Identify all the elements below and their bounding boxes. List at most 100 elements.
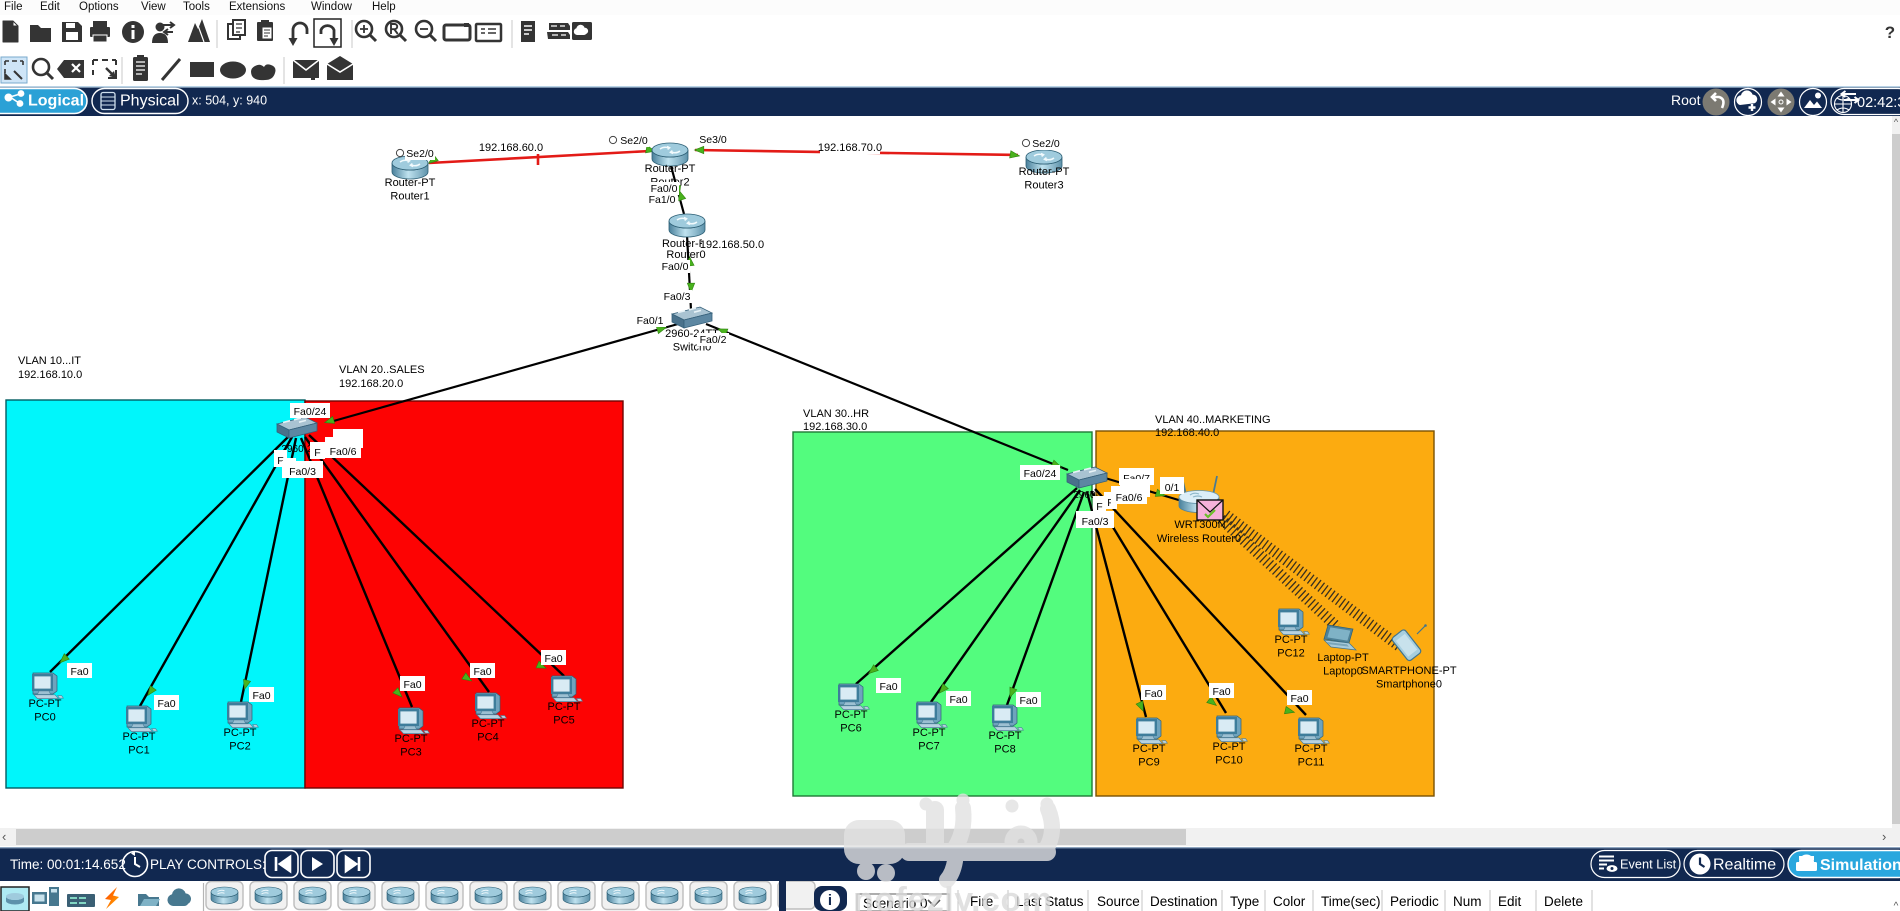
svg-text:Router-PT: Router-PT: [1019, 166, 1070, 178]
svg-text:Fa0: Fa0: [949, 694, 967, 706]
svg-text:Router-P: Router-P: [662, 238, 706, 250]
svg-text:PC-PT: PC-PT: [835, 709, 868, 721]
svg-text:PC12: PC12: [1277, 648, 1305, 660]
svg-text:Router1: Router1: [390, 191, 429, 203]
svg-text:PC9: PC9: [1138, 757, 1159, 769]
svg-text:192.168.70.0: 192.168.70.0: [818, 142, 882, 154]
svg-text:Logical: Logical: [28, 93, 84, 110]
svg-text:F: F: [277, 455, 283, 467]
svg-text:PC-PT: PC-PT: [1133, 743, 1166, 755]
svg-text:Fa0: Fa0: [544, 653, 562, 665]
svg-text:192.168.60.0: 192.168.60.0: [479, 142, 543, 154]
svg-text:Se2/0: Se2/0: [620, 135, 648, 147]
svg-text:192.168.40.0: 192.168.40.0: [1155, 427, 1219, 439]
svg-text:PC2: PC2: [229, 741, 250, 753]
svg-text:Fa0: Fa0: [157, 698, 175, 710]
svg-text:Fa0/1: Fa0/1: [637, 315, 664, 327]
svg-text:Se3/0: Se3/0: [699, 134, 727, 146]
svg-text:PC4: PC4: [477, 732, 498, 744]
svg-text:PC-PT: PC-PT: [989, 730, 1022, 742]
svg-text:Periodic: Periodic: [1390, 894, 1439, 909]
svg-text:Router-PT: Router-PT: [645, 163, 696, 175]
svg-text:Router3: Router3: [1024, 180, 1063, 192]
svg-text:192.168.10.0: 192.168.10.0: [18, 369, 82, 381]
svg-text:Laptop-PT: Laptop-PT: [1317, 652, 1369, 664]
svg-text:Fa0: Fa0: [252, 690, 270, 702]
svg-text:PC-PT: PC-PT: [224, 727, 257, 739]
svg-text:Fa0/6: Fa0/6: [1116, 492, 1143, 504]
svg-text:Laptop0: Laptop0: [1323, 666, 1363, 678]
svg-text:PC-PT: PC-PT: [1295, 743, 1328, 755]
svg-text:PC-PT: PC-PT: [472, 718, 505, 730]
svg-text:PC-PT: PC-PT: [1275, 634, 1308, 646]
svg-text:Fa0/2: Fa0/2: [700, 334, 727, 346]
svg-text:2960-: 2960-: [1073, 490, 1099, 501]
svg-text:Time: 00:01:14.652: Time: 00:01:14.652: [10, 857, 126, 872]
svg-text:Fa0: Fa0: [1290, 693, 1308, 705]
svg-text:Se2/0: Se2/0: [406, 148, 434, 160]
svg-text:Fa0: Fa0: [473, 666, 491, 678]
svg-text:Root: Root: [1671, 92, 1701, 108]
svg-text:Time(sec): Time(sec): [1321, 894, 1381, 909]
svg-text:Source: Source: [1097, 894, 1140, 909]
svg-text:Fa0/0: Fa0/0: [662, 261, 689, 273]
svg-text:VLAN 10...IT: VLAN 10...IT: [18, 355, 81, 367]
svg-text:Fa0/3: Fa0/3: [1082, 516, 1109, 528]
svg-text:^: ^: [1894, 901, 1899, 911]
svg-text:PC1: PC1: [128, 745, 149, 757]
svg-text:2960-2: 2960-2: [281, 444, 313, 455]
svg-text:F: F: [1107, 497, 1113, 509]
svg-text:Router-PT: Router-PT: [385, 177, 436, 189]
svg-text:Type: Type: [1230, 894, 1259, 909]
svg-text:VLAN 30..HR: VLAN 30..HR: [803, 408, 869, 420]
svg-text:PC8: PC8: [994, 744, 1015, 756]
svg-text:Fa0/6: Fa0/6: [330, 446, 357, 458]
svg-text:PC0: PC0: [34, 712, 55, 724]
svg-text:VLAN 40..MARKETING: VLAN 40..MARKETING: [1155, 414, 1271, 426]
svg-text:i: i: [828, 892, 832, 909]
svg-text:PC-PT: PC-PT: [913, 727, 946, 739]
svg-text:0/1: 0/1: [1165, 482, 1180, 494]
svg-text:F: F: [314, 447, 320, 459]
svg-text:?: ?: [1885, 23, 1895, 42]
svg-text:Scenario 0: Scenario 0: [863, 896, 928, 911]
svg-text:PC-PT: PC-PT: [29, 698, 62, 710]
svg-text:Smartphone0: Smartphone0: [1376, 679, 1442, 691]
svg-text:PC-PT: PC-PT: [1213, 741, 1246, 753]
svg-text:Destination: Destination: [1150, 894, 1218, 909]
svg-text:Fa0: Fa0: [1019, 695, 1037, 707]
svg-text:VLAN 20..SALES: VLAN 20..SALES: [339, 364, 425, 376]
svg-text:192.168.50.0: 192.168.50.0: [700, 239, 764, 251]
svg-text:PC-PT: PC-PT: [123, 731, 156, 743]
svg-text:Realtime: Realtime: [1713, 857, 1776, 874]
svg-text:PC6: PC6: [840, 723, 861, 735]
svg-text:Fa0: Fa0: [403, 679, 421, 691]
svg-text:Fa0/24: Fa0/24: [294, 406, 327, 418]
svg-text:F: F: [1096, 501, 1102, 513]
svg-text:Fire: Fire: [970, 894, 993, 909]
svg-text:Last Status: Last Status: [1016, 894, 1084, 909]
svg-text:Delete: Delete: [1544, 894, 1583, 909]
svg-text:PC3: PC3: [400, 747, 421, 759]
svg-text:Simulation: Simulation: [1820, 857, 1900, 874]
svg-text:PC-PT: PC-PT: [548, 701, 581, 713]
svg-text:02:42:3: 02:42:3: [1857, 95, 1900, 111]
svg-text:Num: Num: [1453, 894, 1482, 909]
svg-text:PC5: PC5: [553, 715, 574, 727]
svg-text:Physical: Physical: [120, 93, 180, 110]
svg-text:PC-PT: PC-PT: [395, 733, 428, 745]
svg-text:Edit: Edit: [1498, 894, 1522, 909]
svg-text:Fa0/3: Fa0/3: [289, 466, 316, 478]
svg-text:Se2/0: Se2/0: [1032, 138, 1060, 150]
svg-text:Event List: Event List: [1620, 857, 1677, 872]
svg-text:Color: Color: [1273, 894, 1306, 909]
svg-text:x: 504, y: 940: x: 504, y: 940: [192, 94, 267, 108]
svg-text:Wireless Router0: Wireless Router0: [1157, 533, 1241, 545]
svg-text:Fa0: Fa0: [1144, 688, 1162, 700]
svg-text:Fa0: Fa0: [70, 666, 88, 678]
svg-text:PC11: PC11: [1298, 757, 1325, 769]
svg-text:PLAY CONTROLS:: PLAY CONTROLS:: [150, 857, 266, 872]
svg-text:Fa1/0: Fa1/0: [649, 194, 676, 206]
svg-text:Fa0/3: Fa0/3: [664, 291, 691, 303]
svg-text:192.168.20.0: 192.168.20.0: [339, 378, 403, 390]
